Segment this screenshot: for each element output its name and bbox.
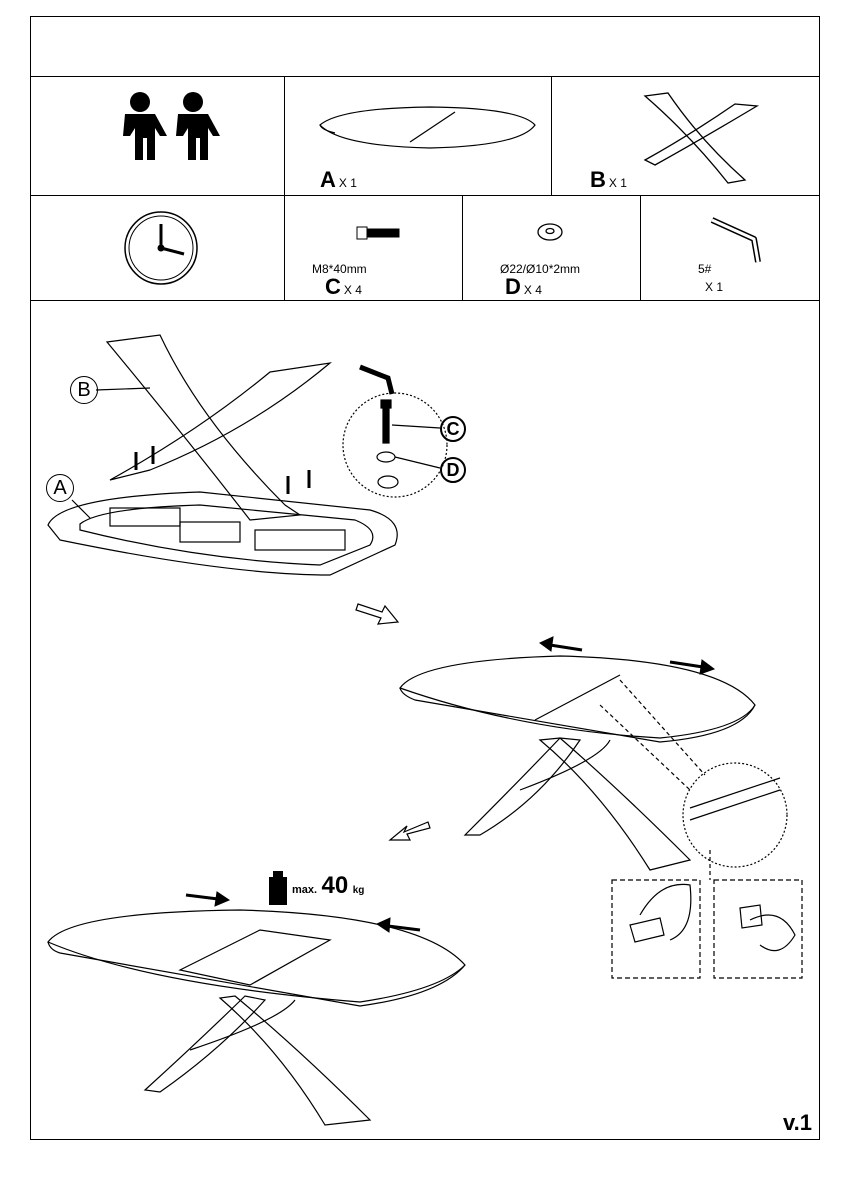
- part-a-letter: A: [320, 167, 336, 192]
- part-d-qty: X 4: [523, 283, 542, 297]
- part-d-size: Ø22/Ø10*2mm: [500, 262, 581, 276]
- bolt-icon: [356, 226, 400, 240]
- clock-icon: [124, 211, 198, 285]
- callout-a: A: [46, 474, 74, 502]
- arrow-icon: [185, 636, 716, 933]
- part-b-letter: B: [590, 167, 606, 192]
- callout-d: D: [440, 457, 466, 483]
- divider: [640, 195, 641, 300]
- divider: [30, 195, 820, 196]
- part-a-qty: X 1: [338, 176, 357, 190]
- washer-icon: [537, 223, 563, 241]
- allen-key-icon: [710, 217, 761, 263]
- version-label: v.1: [783, 1110, 812, 1135]
- part-e-qty: X 1: [705, 280, 724, 294]
- exploded-assembly: [47, 334, 448, 576]
- page-frame: [30, 16, 820, 1140]
- divider: [284, 76, 285, 300]
- divider: [462, 195, 463, 300]
- part-c-size: M8*40mm: [312, 262, 367, 276]
- two-people-icon: [123, 92, 220, 160]
- x-base-icon: [643, 92, 760, 184]
- max-load-label: max. 40 kg: [292, 872, 365, 899]
- table-extended: [47, 871, 466, 1126]
- callout-b: B: [70, 376, 98, 404]
- step-arrow-icon: [355, 603, 431, 841]
- divider: [551, 76, 552, 195]
- table-extending: [399, 655, 803, 979]
- divider: [30, 76, 820, 77]
- part-b-qty: X 1: [608, 176, 627, 190]
- part-e-size: 5#: [698, 262, 712, 276]
- callout-c: C: [440, 416, 466, 442]
- divider: [30, 300, 820, 301]
- tabletop-icon: [319, 106, 536, 149]
- part-d-letter: D: [505, 274, 521, 299]
- part-c-letter: C: [325, 274, 341, 299]
- part-c-qty: X 4: [343, 283, 362, 297]
